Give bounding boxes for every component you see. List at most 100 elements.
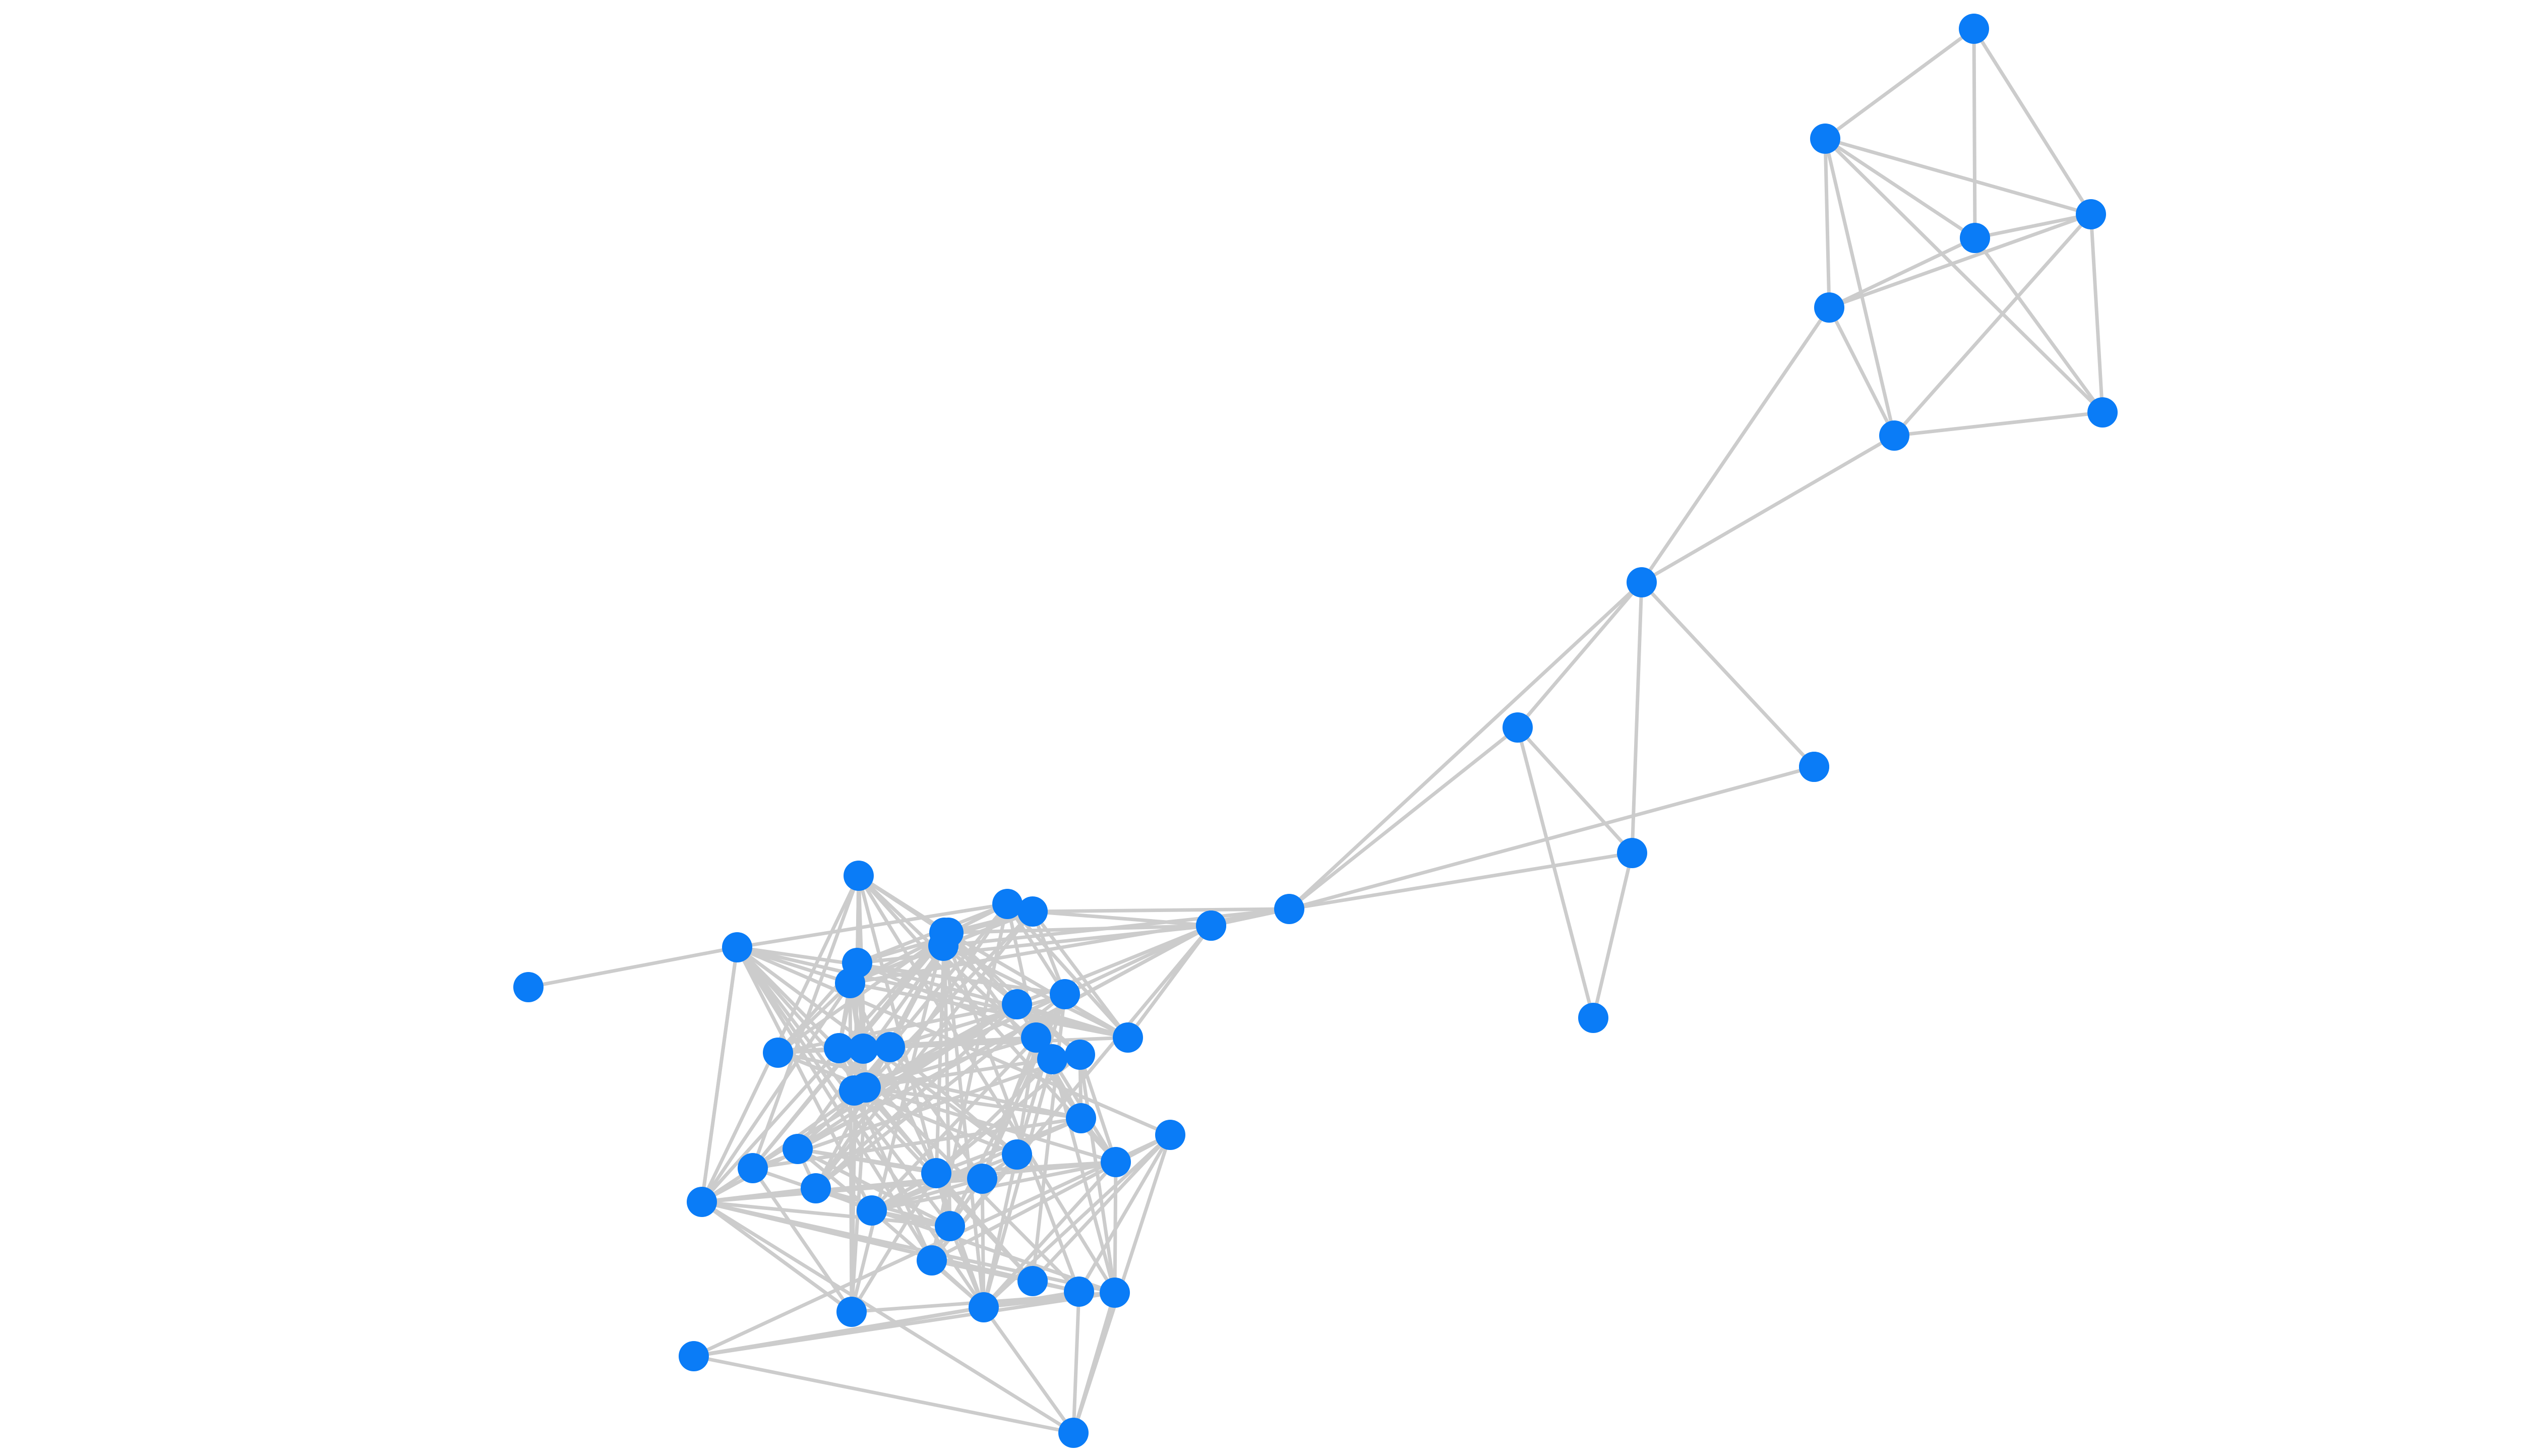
node-n8[interactable] [1503,712,1533,743]
edge-n31-n36 [1015,1036,1038,1157]
node-n49[interactable] [1196,911,1226,941]
node-n1[interactable] [1810,124,1840,154]
node-n52[interactable] [1058,1418,1089,1448]
node-n22[interactable] [835,968,865,998]
edge-n31-n39 [870,1036,1038,1212]
node-n55[interactable] [929,918,959,948]
node-n33[interactable] [1065,1040,1095,1070]
node-n12[interactable] [1274,894,1304,924]
edge-n14-n15 [1031,909,1213,928]
edge-n7-n12 [1287,580,1644,911]
node-n25[interactable] [763,1038,793,1068]
edge-n37-n53 [980,1177,986,1309]
node-n10[interactable] [1617,838,1647,868]
node-n56[interactable] [836,1297,867,1327]
edge-n47-n52 [1071,1290,1081,1435]
edge-n40-n47 [735,945,1081,1294]
edge-n8-n10 [1516,725,1634,855]
edge-n1-n2 [1823,137,1977,240]
edge-n40-n45 [735,945,934,1262]
node-n0[interactable] [1959,14,1989,44]
node-n48[interactable] [1155,1120,1185,1150]
edge-n50-n55 [700,931,946,1204]
edge-n18-n16 [1005,902,1130,1040]
node-n47[interactable] [1064,1277,1094,1307]
node-n28[interactable] [875,1032,905,1062]
node-n18[interactable] [992,889,1023,919]
node-n46[interactable] [1017,1266,1048,1296]
node-n50[interactable] [687,1187,717,1217]
node-n16[interactable] [1113,1022,1143,1053]
node-n41[interactable] [801,1173,831,1203]
edge-n47-n53 [982,1290,1081,1309]
node-n27[interactable] [848,1034,878,1064]
edge-n19-n22 [848,944,945,985]
node-n39[interactable] [857,1195,887,1226]
edge-n12-n15 [1031,907,1291,914]
edge-n36-n53 [982,1152,1019,1309]
edge-n5-n7 [1640,434,1896,584]
node-n42[interactable] [783,1134,813,1164]
edge-n19-n41 [814,944,945,1190]
edge-n40-n50 [700,945,739,1204]
edge-n34-n39 [870,1116,1083,1212]
edge-n38-n42 [796,1147,938,1175]
node-n15[interactable] [1017,896,1048,927]
edge-n12-n13 [1287,765,1816,911]
edge-n52-n57 [1071,1291,1117,1435]
node-n53[interactable] [969,1292,999,1322]
edge-n32-n38 [934,1057,1054,1175]
node-n54[interactable] [844,861,874,891]
node-n34[interactable] [1066,1103,1096,1133]
edge-n0-n2 [1972,27,1977,240]
edge-n3-n4 [1827,212,2093,310]
edge-n10-n11 [1591,851,1634,1020]
edge-n17-n40 [526,945,739,989]
edge-n22-n25 [776,981,852,1055]
node-n31[interactable] [1021,1022,1051,1053]
node-n2[interactable] [1960,223,1990,253]
node-n44[interactable] [935,1211,965,1241]
node-n4[interactable] [1814,292,1844,323]
edge-n3-n5 [1892,212,2093,438]
node-n40[interactable] [722,932,752,962]
node-n6[interactable] [2087,397,2118,428]
node-n43[interactable] [738,1153,768,1183]
node-n17[interactable] [513,972,544,1002]
node-n23[interactable] [1002,989,1032,1019]
edge-n50-n41 [700,1186,818,1204]
edge-n24-n28 [888,992,1067,1049]
node-n3[interactable] [2076,199,2106,229]
node-n51[interactable] [679,1341,709,1371]
node-n45[interactable] [917,1245,947,1276]
node-n11[interactable] [1578,1003,1608,1033]
node-n5[interactable] [1879,420,1909,451]
edge-n45-n48 [930,1133,1172,1262]
edge-n28-n31 [888,1036,1038,1049]
edge-n54-n57 [857,874,1117,1295]
node-n30[interactable] [851,1072,881,1103]
node-n37[interactable] [967,1164,997,1194]
node-n38[interactable] [921,1158,951,1188]
edge-n4-n7 [1640,306,1831,584]
node-n24[interactable] [1050,979,1080,1009]
node-n7[interactable] [1627,567,1657,597]
edge-n42-n44 [796,1147,952,1228]
edge-n31-n37 [980,1036,1038,1181]
node-n57[interactable] [1100,1278,1130,1308]
node-n36[interactable] [1002,1139,1032,1170]
edge-n8-n11 [1516,725,1595,1020]
node-n35[interactable] [1101,1147,1131,1177]
edge-n57-n32 [1050,1057,1117,1295]
node-n13[interactable] [1799,752,1829,782]
node-n26[interactable] [824,1033,854,1063]
node-n32[interactable] [1037,1044,1067,1074]
edge-n6-n5 [1892,410,2105,438]
edge-n7-n9 [1640,580,1816,769]
edge-n7-n10 [1630,580,1644,855]
edge-n8-n12 [1287,725,1520,911]
edge-n1-n6 [1823,137,2105,414]
edge-n51-n53 [692,1305,986,1358]
